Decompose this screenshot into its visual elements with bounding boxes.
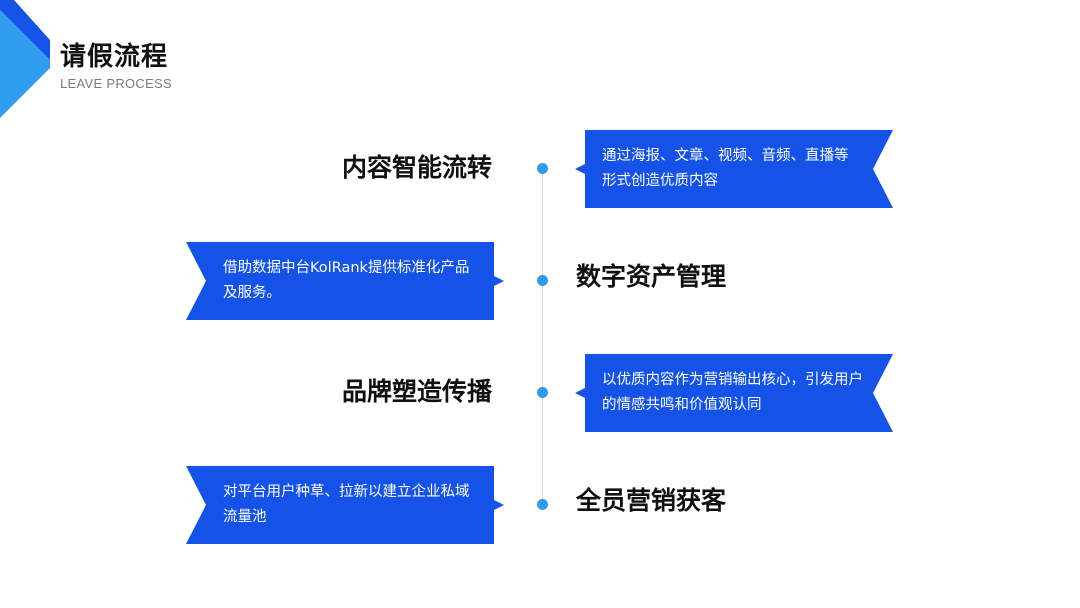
- step-title: 内容智能流转: [342, 153, 493, 182]
- callout-shape: [575, 130, 893, 208]
- step-title: 品牌塑造传播: [342, 377, 493, 406]
- callout-shape: [186, 242, 504, 320]
- timeline-dot: [537, 275, 548, 286]
- timeline-dot: [537, 499, 548, 510]
- step-callout: 以优质内容作为营销输出核心，引发用户的情感共鸣和价值观认同: [575, 354, 893, 432]
- page-title: 请假流程: [60, 42, 169, 72]
- timeline-dot: [537, 163, 548, 174]
- step-callout: 借助数据中台KolRank提供标准化产品及服务。: [186, 242, 504, 320]
- step-description: 借助数据中台KolRank提供标准化产品及服务。: [223, 260, 470, 301]
- step-description: 以优质内容作为营销输出核心，引发用户的情感共鸣和价值观认同: [602, 372, 863, 413]
- step-title: 数字资产管理: [576, 262, 727, 291]
- step-title: 全员营销获客: [576, 486, 727, 515]
- corner-chevron-logo: [0, 0, 50, 118]
- callout-shape: [575, 354, 893, 432]
- timeline-line: [542, 168, 543, 508]
- step-description: 通过海报、文章、视频、音频、直播等形式创造优质内容: [602, 148, 849, 189]
- step-callout: 对平台用户种草、拉新以建立企业私域流量池: [186, 466, 504, 544]
- step-description: 对平台用户种草、拉新以建立企业私域流量池: [223, 484, 470, 525]
- page-subtitle: LEAVE PROCESS: [60, 76, 173, 91]
- timeline-dot: [537, 387, 548, 398]
- callout-shape: [186, 466, 504, 544]
- step-callout: 通过海报、文章、视频、音频、直播等形式创造优质内容: [575, 130, 893, 208]
